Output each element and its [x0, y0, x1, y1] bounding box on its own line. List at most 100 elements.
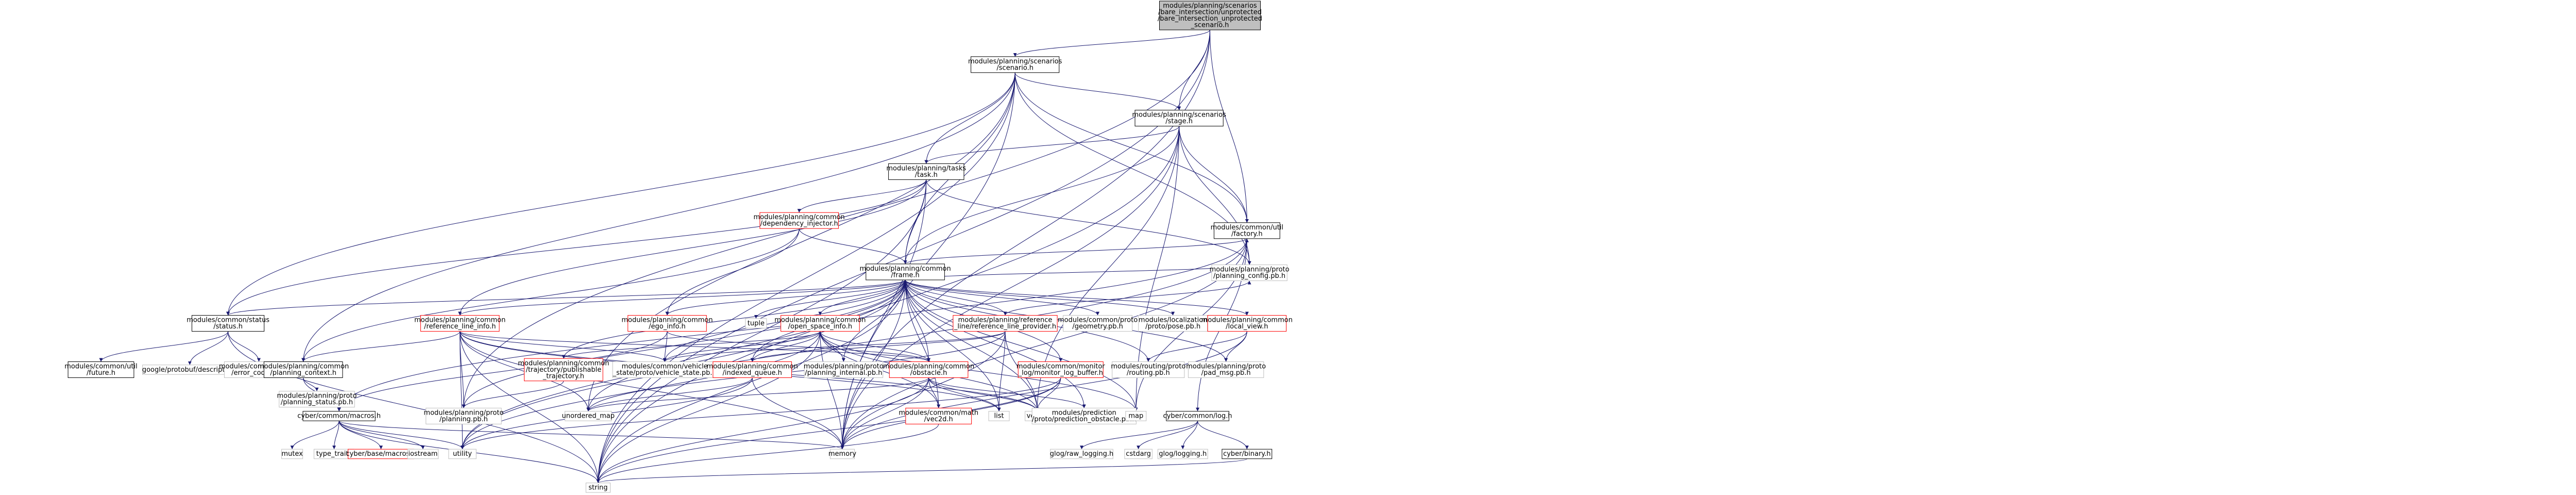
node-label-line: modules/planning/common — [859, 265, 951, 273]
edge-local-view-to-memory — [840, 331, 1247, 450]
edge-task-to-ref-line-info — [458, 179, 927, 316]
graph-node-indexed-queue[interactable]: modules/planning/common/indexed_queue.h — [707, 361, 798, 378]
graph-node-obstacle[interactable]: modules/planning/common/obstacle.h — [883, 361, 974, 378]
edge-root-to-stage — [1177, 29, 1210, 110]
graph-node-planning-config-pb[interactable]: modules/planning/proto/planning_config.p… — [1210, 265, 1290, 282]
edge-status-to-descriptor — [188, 331, 229, 365]
node-label-line: modules/common/util — [64, 363, 137, 371]
node-label-line: modules/localization — [1139, 317, 1207, 324]
edge-dep-inj-to-planning-context — [301, 228, 800, 362]
node-label-line: cyber/binary.h — [1223, 450, 1270, 458]
graph-node-map[interactable]: map — [1125, 411, 1147, 421]
graph-node-monitor-log[interactable]: modules/common/monitor_log/monitor_log_b… — [1016, 361, 1105, 378]
graph-node-vec2d[interactable]: modules/common/math/vec2d.h — [899, 407, 978, 424]
node-label-line: /local_view.h — [1226, 323, 1268, 331]
graph-node-planning-pb[interactable]: modules/planning/proto/planning.pb.h — [423, 407, 503, 424]
graph-node-stage[interactable]: modules/planning/scenarios/stage.h — [1132, 110, 1226, 127]
graph-node-planning-context[interactable]: modules/planning/common/planning_context… — [258, 361, 349, 378]
node-box — [1188, 361, 1264, 378]
node-label-line: modules/common/proto — [1058, 317, 1138, 324]
graph-node-future[interactable]: modules/common/util/future.h — [64, 361, 138, 378]
edge-task-to-memory — [840, 179, 927, 450]
graph-node-type-traits[interactable]: type_traits — [313, 449, 355, 459]
graph-node-geometry-pb[interactable]: modules/common/proto/geometry.pb.h — [1058, 315, 1138, 332]
edge-scenario-to-factory — [1014, 72, 1249, 223]
node-box — [781, 315, 860, 332]
edge-log-to-glog-raw — [1080, 420, 1198, 450]
node-label-line: modules/planning/common — [707, 363, 798, 371]
node-label-line: glog/raw_logging.h — [1050, 450, 1113, 458]
graph-node-list[interactable]: list — [988, 411, 1010, 421]
graph-node-glog-logging[interactable]: glog/logging.h — [1157, 449, 1208, 459]
node-label-line: mutex — [281, 450, 303, 458]
edge-frame-to-map — [905, 279, 1138, 411]
graph-node-cstdarg[interactable]: cstdarg — [1124, 449, 1153, 459]
node-label-line: modules/prediction — [1052, 409, 1116, 417]
graph-node-root[interactable]: modules/planning/scenarios/bare_intersec… — [1158, 1, 1262, 30]
edge-open-space-to-string — [596, 331, 821, 483]
graph-node-open-space[interactable]: modules/planning/common/open_space_info.… — [774, 315, 866, 332]
graph-node-planning-internal-pb[interactable]: modules/planning/proto/planning_internal… — [804, 361, 884, 378]
graph-node-dep-inj[interactable]: modules/planning/common/dependency_injec… — [754, 212, 845, 229]
graph-node-iostream[interactable]: iostream — [407, 449, 439, 459]
node-label-line: modules/common/status — [187, 317, 269, 324]
graph-node-mutex[interactable]: mutex — [281, 449, 303, 459]
graph-node-publishable-traj[interactable]: modules/planning/common/trajectory/publi… — [518, 358, 609, 382]
graph-node-descriptor[interactable]: google/protobuf/descriptor.h — [142, 365, 238, 375]
node-label-line: /open_space_info.h — [788, 323, 852, 331]
node-label-line: /proto/prediction_obstacle.pb.h — [1032, 416, 1137, 423]
node-label-line: /proto/pose.pb.h — [1145, 323, 1200, 331]
graph-node-binary[interactable]: cyber/binary.h — [1222, 449, 1273, 459]
node-label-line: /planning_config.pb.h — [1213, 272, 1285, 280]
graph-node-frame[interactable]: modules/planning/common/frame.h — [859, 263, 951, 280]
graph-node-base-macros[interactable]: cyber/base/macros.h — [346, 449, 416, 459]
graph-node-planning-status-pb[interactable]: modules/planning/proto/planning_status.p… — [277, 391, 357, 408]
node-label-line: /geometry.pb.h — [1072, 323, 1123, 331]
graph-node-ref-line-info[interactable]: modules/planning/common/reference_line_i… — [414, 315, 505, 332]
graph-node-pose-pb[interactable]: modules/localization/proto/pose.pb.h — [1138, 315, 1208, 332]
graph-node-task[interactable]: modules/planning/tasks/task.h — [886, 163, 966, 180]
node-box — [1134, 110, 1224, 127]
graph-node-string[interactable]: string — [585, 483, 611, 493]
graph-node-status[interactable]: modules/common/status/status.h — [187, 315, 269, 332]
edge-stage-to-frame — [903, 126, 1180, 264]
graph-node-log[interactable]: cyber/common/log.h — [1163, 411, 1232, 421]
node-label-line: modules/planning/proto — [1186, 363, 1266, 371]
graph-node-vehicle-state-pb[interactable]: modules/common/vehicle_state/proto/vehic… — [613, 361, 717, 378]
graph-node-local-view[interactable]: modules/planning/common/local_view.h — [1201, 315, 1293, 332]
graph-node-scenario[interactable]: modules/planning/scenarios/scenario.h — [968, 56, 1062, 73]
node-label-line: string — [588, 484, 607, 492]
edge-ref-line-provider-to-planning-config-pb — [1005, 280, 1251, 316]
edge-ref-line-info-to-obstacle — [460, 331, 930, 362]
edge-frame-to-ref-line-provider — [905, 279, 1007, 316]
edge-task-to-status — [226, 179, 927, 316]
edge-frame-to-geometry-pb — [905, 279, 1100, 316]
graph-node-unordered-map[interactable]: unordered_map — [562, 411, 615, 421]
graph-node-ref-line-provider[interactable]: modules/planning/reference_line/referenc… — [953, 315, 1058, 332]
edge-frame-to-local-view — [905, 279, 1249, 316]
node-label-line: modules/common/monitor — [1016, 363, 1105, 371]
node-label-line: modules/common/util — [1211, 224, 1283, 232]
graph-node-factory[interactable]: modules/common/util/factory.h — [1211, 222, 1283, 239]
edge-binary-to-string — [596, 458, 1247, 484]
graph-node-macros[interactable]: cyber/common/macros.h — [297, 411, 381, 421]
graph-node-memory[interactable]: memory — [828, 449, 857, 459]
node-label-line: /pad_msg.pb.h — [1201, 369, 1251, 377]
edge-log-to-binary — [1197, 421, 1249, 450]
edge-frame-to-open-space — [818, 279, 906, 316]
node-label-line: /indexed_queue.h — [722, 369, 782, 377]
graph-node-tuple[interactable]: tuple — [745, 318, 767, 328]
node-label-line: /vec2d.h — [924, 416, 953, 423]
graph-node-ego-info[interactable]: modules/planning/common/ego_info.h — [621, 315, 713, 332]
graph-node-glog-raw[interactable]: glog/raw_logging.h — [1050, 449, 1113, 459]
graph-node-pad-msg-pb[interactable]: modules/planning/proto/pad_msg.pb.h — [1186, 361, 1266, 378]
node-box — [889, 361, 969, 378]
edge-obstacle-to-memory — [840, 377, 929, 450]
node-label-line: /reference_line_info.h — [424, 323, 496, 331]
graph-node-utility[interactable]: utility — [448, 449, 477, 459]
edge-ref-line-info-to-planning-context — [301, 331, 461, 362]
edge-obstacle-to-vec2d — [928, 377, 941, 408]
graph-node-routing-pb[interactable]: modules/routing/proto/routing.pb.h — [1111, 361, 1185, 378]
graph-node-prediction-obstacle-pb[interactable]: modules/prediction/proto/prediction_obst… — [1031, 407, 1137, 424]
node-label-line: /bare_intersection_unprotected — [1158, 15, 1262, 23]
